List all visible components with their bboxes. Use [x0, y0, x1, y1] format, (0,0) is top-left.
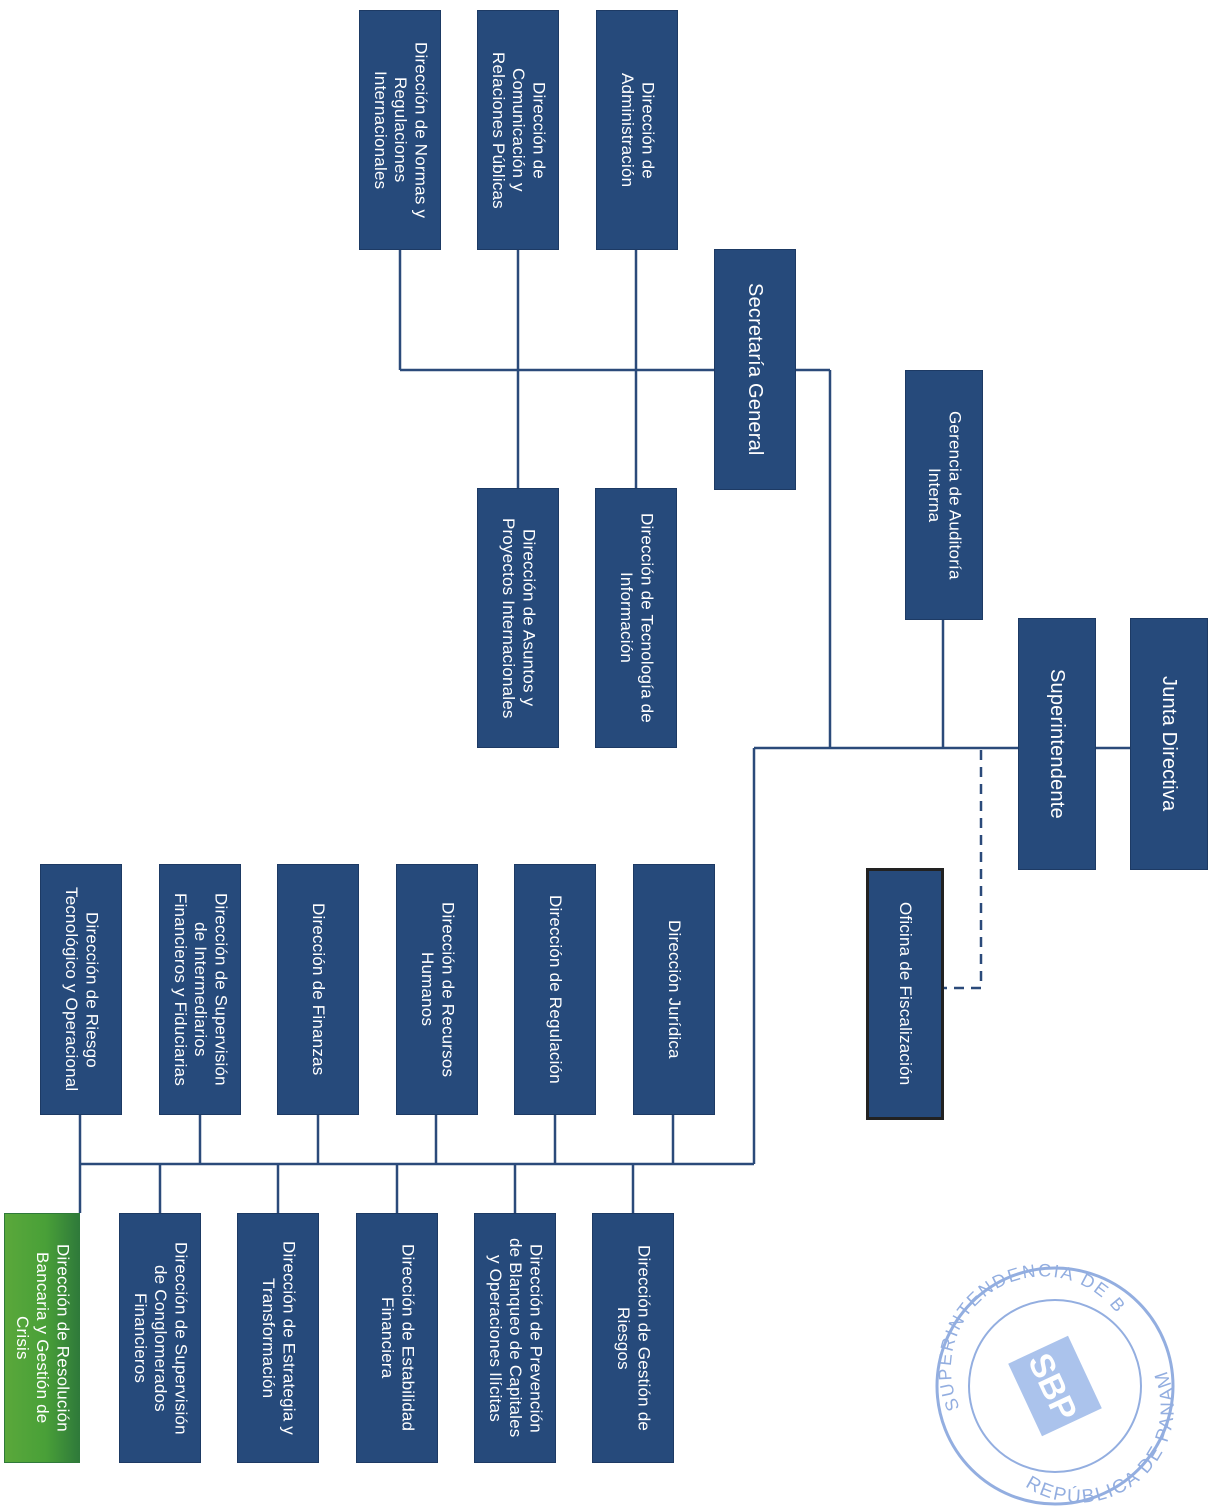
box-resolucion-label: Dirección de Resolución Bancaria y Gesti… — [12, 1244, 73, 1432]
box-estrategia-label: Dirección de Estrategia y Transformación — [259, 1241, 299, 1435]
box-gestion-riesgos: Dirección de Gestión de Riesgos — [592, 1213, 674, 1463]
box-asuntos-intl-label: Dirección de Asuntos y Proyectos Interna… — [499, 517, 539, 719]
box-supervision-intermediarios-label: Dirección de Supervisión de Intermediari… — [170, 892, 231, 1086]
box-recursos-humanos-label: Dirección de Recursos Humanos — [418, 901, 458, 1078]
box-superintendente: Superintendente — [1018, 618, 1096, 870]
box-superintendente-label: Superintendente — [1046, 669, 1068, 819]
box-junta: Junta Directiva — [1130, 618, 1208, 870]
box-finanzas-label: Dirección de Finanzas — [309, 903, 329, 1076]
connector-fiscalizacion-dashed — [944, 750, 983, 990]
box-tecnologia-info-label: Dirección de Tecnología de Información — [617, 513, 657, 723]
box-recursos-humanos: Dirección de Recursos Humanos — [396, 864, 478, 1115]
box-tecnologia-info: Dirección de Tecnología de Información — [595, 488, 677, 748]
box-blanqueo: Dirección de Prevención de Blanqueo de C… — [474, 1213, 556, 1463]
box-conglomerados-label: Dirección de Supervisión de Conglomerado… — [130, 1241, 191, 1435]
box-comunicacion: Dirección de Comunicación y Relaciones P… — [477, 10, 559, 250]
box-junta-label: Junta Directiva — [1158, 676, 1180, 812]
box-secretaria-label: Secretaría General — [744, 283, 766, 456]
box-estrategia: Dirección de Estrategia y Transformación — [237, 1213, 319, 1463]
box-conglomerados: Dirección de Supervisión de Conglomerado… — [119, 1213, 201, 1463]
box-supervision-intermediarios: Dirección de Supervisión de Intermediari… — [159, 864, 241, 1115]
box-juridica: Dirección Jurídica — [633, 864, 715, 1115]
box-blanqueo-label: Dirección de Prevención de Blanqueo de C… — [485, 1238, 546, 1438]
box-normas-label: Dirección de Normas y Regulaciones Inter… — [370, 41, 431, 219]
box-fiscalizacion: Oficina de Fiscalización — [866, 868, 944, 1120]
box-administracion: Dirección de Administración — [596, 10, 678, 250]
box-secretaria: Secretaría General — [714, 249, 796, 490]
box-gestion-riesgos-label: Dirección de Gestión de Riesgos — [614, 1244, 654, 1432]
box-resolucion: Dirección de Resolución Bancaria y Gesti… — [4, 1213, 80, 1463]
box-administracion-label: Dirección de Administración — [618, 72, 658, 188]
box-riesgo-tecnologico: Dirección de Riesgo Tecnológico y Operac… — [40, 864, 122, 1115]
box-juridica-label: Dirección Jurídica — [665, 920, 685, 1059]
box-normas: Dirección de Normas y Regulaciones Inter… — [359, 10, 441, 250]
box-asuntos-intl: Dirección de Asuntos y Proyectos Interna… — [477, 488, 559, 748]
box-finanzas: Dirección de Finanzas — [277, 864, 359, 1115]
box-regulacion-label: Dirección de Regulación — [546, 895, 566, 1084]
official-seal: SUPERINTENDENCIA DE BANCOS REPÚBLICA DE … — [920, 1258, 1177, 1508]
box-comunicacion-label: Dirección de Comunicación y Relaciones P… — [488, 51, 549, 209]
box-auditoria-label: Gerencia de Auditoría Interna — [925, 410, 965, 580]
box-regulacion: Dirección de Regulación — [514, 864, 596, 1115]
box-estabilidad: Dirección de Estabilidad Financiera — [356, 1213, 438, 1463]
box-riesgo-tecnologico-label: Dirección de Riesgo Tecnológico y Operac… — [62, 887, 102, 1092]
box-estabilidad-label: Dirección de Estabilidad Financiera — [378, 1244, 418, 1432]
box-fiscalizacion-label: Oficina de Fiscalización — [896, 902, 916, 1086]
box-auditoria: Gerencia de Auditoría Interna — [905, 370, 983, 620]
